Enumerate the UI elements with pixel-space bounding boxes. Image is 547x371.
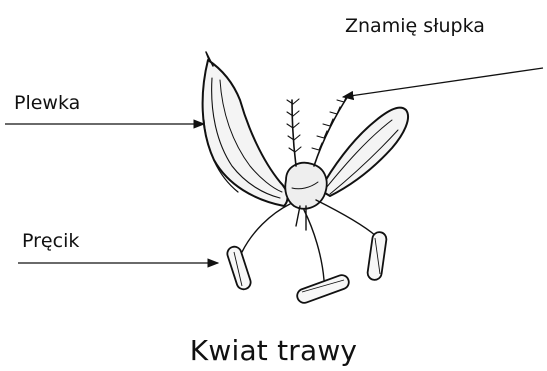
anther-right [367, 231, 388, 280]
anther-left [226, 245, 253, 291]
stamen-filaments [242, 200, 376, 280]
stigma-arrow [343, 68, 543, 97]
palea-label: Plewka [14, 94, 80, 113]
stigma-feathery [287, 95, 348, 166]
diagram-caption: Kwiat trawy [0, 337, 547, 365]
stigma-label: Znamię słupka [345, 17, 485, 36]
stamen-label: Pręcik [22, 232, 79, 251]
anther-bottom [295, 273, 351, 305]
palea-left [203, 52, 288, 206]
